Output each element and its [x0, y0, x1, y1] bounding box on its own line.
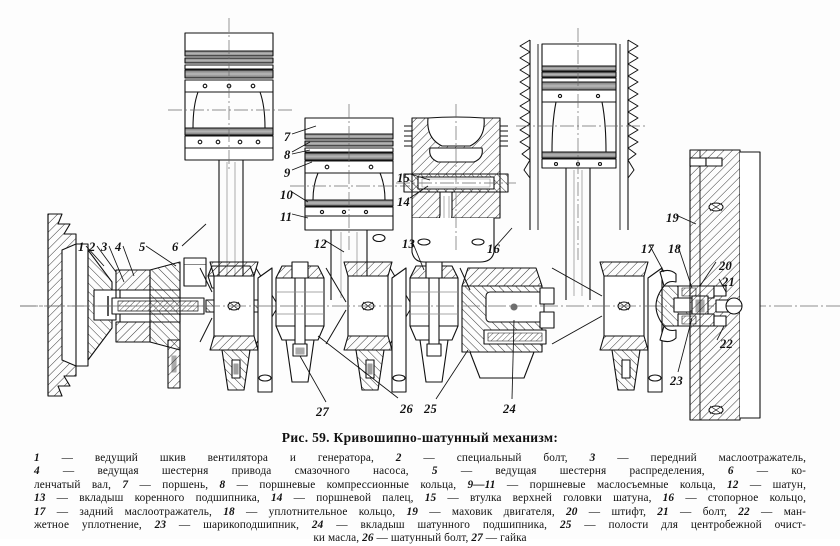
piston-section-c [396, 104, 516, 263]
callout-12: 12 [314, 237, 327, 251]
callout-7: 7 [284, 130, 291, 144]
crankpin-big-end-b [409, 261, 459, 383]
callout-21: 21 [722, 275, 735, 289]
figure-title: Рис. 59. Кривошипно-шатунный механизм: [281, 430, 559, 445]
caption-line: 1 — ведущий шкив вентилятора и генератор… [34, 452, 806, 464]
callout-13: 13 [402, 237, 415, 251]
piston-cylinder-assembly-d [516, 28, 646, 300]
callout-19: 19 [666, 211, 679, 225]
rear-flywheel-group [655, 149, 761, 421]
callout-11: 11 [280, 210, 293, 224]
callout-6: 6 [172, 240, 179, 254]
crank-mechanism-drawing [20, 18, 840, 421]
crankshaft-assembly [20, 261, 840, 393]
callout-10: 10 [280, 188, 293, 202]
caption-line: жетное уплотнение, 23 — шарикоподшипник,… [34, 519, 806, 532]
callout-2: 2 [89, 240, 96, 254]
callout-20: 20 [719, 259, 732, 273]
callout-4: 4 [115, 240, 122, 254]
callout-17: 17 [641, 242, 654, 256]
callout-15: 15 [397, 171, 410, 185]
callout-25: 25 [424, 402, 437, 416]
callout-22: 22 [720, 337, 733, 351]
callout-1: 1 [78, 240, 85, 254]
callout-5: 5 [139, 240, 146, 254]
callout-24: 24 [503, 402, 516, 416]
caption-legend: 1 — ведущий шкив вентилятора и генератор… [0, 452, 840, 546]
figure-caption: Рис. 59. Кривошипно-шатунный механизм: 1… [0, 425, 840, 544]
callout-3: 3 [101, 240, 108, 254]
caption-line: ленчатый вал, 7 — поршень, 8 — поршневые… [34, 478, 807, 491]
callout-18: 18 [668, 242, 681, 256]
callout-23: 23 [670, 374, 683, 388]
callout-26: 26 [400, 402, 413, 416]
callout-8: 8 [284, 148, 291, 162]
piston-assembly-b [290, 104, 410, 300]
caption-line: ки масла, 26 — шатунный болт, 27 — гайка [313, 532, 527, 545]
caption-line: 13 — вкладыш коренного подшипника, 14 — … [34, 492, 806, 505]
callout-16: 16 [487, 242, 500, 256]
callout-9: 9 [284, 166, 291, 180]
caption-line: 17 — задний маслоотражатель, 18 — уплотн… [34, 505, 806, 518]
piston-assembly-a [168, 18, 292, 300]
big-end-section-24-25 [461, 267, 555, 379]
callout-27: 27 [316, 405, 329, 419]
caption-line: 4 — ведущая шестерня привода смазочного … [34, 465, 807, 478]
crankpin-big-end-a [275, 261, 325, 383]
callout-14: 14 [397, 195, 410, 209]
